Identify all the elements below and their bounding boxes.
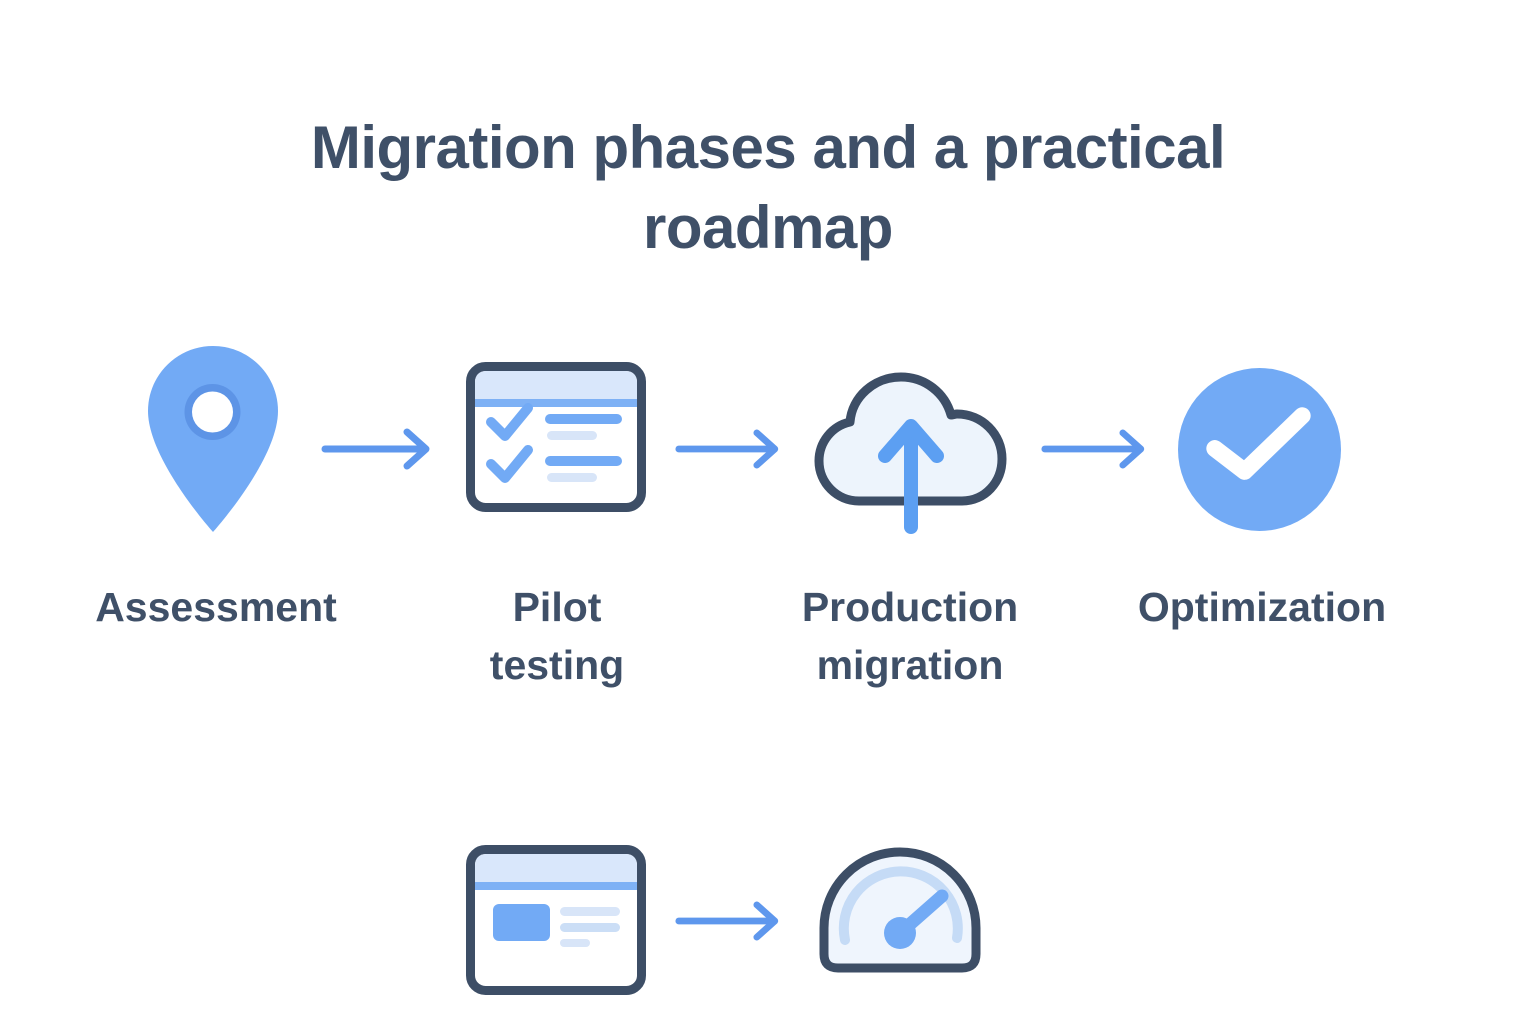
upload-arrow-head [878,419,944,463]
window-header-strip [475,399,637,407]
flow-arrow-icon [1041,429,1145,469]
flow-arrow-icon [675,429,779,469]
check-mark [1206,407,1311,480]
flow-arrow-icon [675,901,779,941]
content-line [560,923,620,932]
content-thumbnail [493,904,550,941]
check-mark [486,403,533,441]
check-circle-icon [1178,368,1341,531]
step-label-optimization: Optimization [1137,584,1387,630]
list-subline [547,431,597,440]
cloud-upload-icon [814,372,1007,534]
step-label-pilot-testing: Pilot testing [489,584,625,688]
window-header-strip [475,882,637,890]
list-subline [547,473,597,482]
check-mark [486,445,533,483]
window-header [475,371,637,399]
gauge-needle-hub [884,917,916,949]
checklist-window-icon [466,362,646,512]
page-title: Migration phases and a practical roadmap [188,108,1348,268]
list-line [545,414,622,424]
location-pin-icon [148,346,278,532]
browser-card-icon [466,845,646,995]
list-line [545,456,622,466]
content-line [560,907,620,916]
window-header [475,854,637,882]
pin-hole [192,391,233,433]
flow-arrow-icon [321,428,430,470]
page-title-line-2: roadmap [643,193,893,261]
gauge-dial-arc [838,866,963,945]
step-label-production-migration: Production migration [801,584,1019,688]
page-title-line-1: Migration phases and a practical [310,114,1226,181]
content-line [560,939,590,947]
step-label-assessment: Assessment [95,584,337,630]
speedometer-gauge-icon [819,847,981,973]
